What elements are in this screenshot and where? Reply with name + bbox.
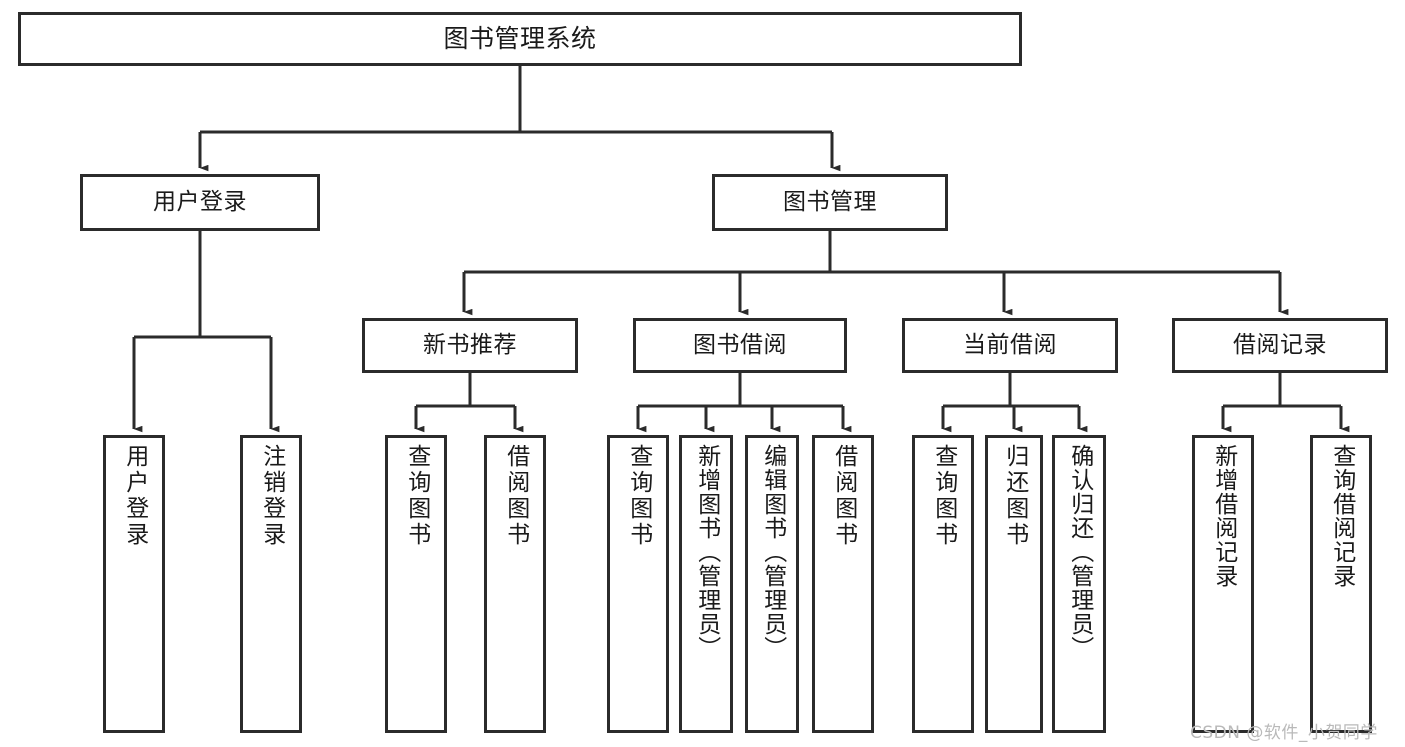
node-leaf-query-book-recommend-label: 查询图书 xyxy=(403,444,430,548)
node-new-book-recommend-label: 新书推荐 xyxy=(423,331,517,358)
node-leaf-borrow-book[interactable]: 借阅图书 xyxy=(812,435,874,733)
node-current-borrow-label: 当前借阅 xyxy=(963,331,1057,358)
node-leaf-logout-label: 注销登录 xyxy=(258,444,285,548)
csdn-watermark: CSDN @软件_小贺同学 xyxy=(1190,723,1378,743)
node-leaf-confirm-return-label: 确认归还（管理员） xyxy=(1066,444,1093,660)
node-new-book-recommend[interactable]: 新书推荐 xyxy=(362,318,578,373)
node-leaf-borrow-book-recommend-label: 借阅图书 xyxy=(502,444,529,548)
node-leaf-query-book-borrow-label: 查询图书 xyxy=(625,444,652,548)
node-borrow-record[interactable]: 借阅记录 xyxy=(1172,318,1388,373)
node-book-borrow[interactable]: 图书借阅 xyxy=(633,318,847,373)
node-leaf-edit-book-label: 编辑图书（管理员） xyxy=(759,444,786,660)
node-leaf-user-login-label: 用户登录 xyxy=(121,444,148,548)
node-user-login[interactable]: 用户登录 xyxy=(80,174,320,231)
node-root-label: 图书管理系统 xyxy=(443,24,597,54)
node-leaf-add-borrow-record-label: 新增借阅记录 xyxy=(1210,444,1237,588)
node-leaf-add-book-label: 新增图书（管理员） xyxy=(693,444,720,660)
node-leaf-query-book-current-label: 查询图书 xyxy=(930,444,957,548)
node-leaf-confirm-return[interactable]: 确认归还（管理员） xyxy=(1052,435,1106,733)
node-leaf-logout[interactable]: 注销登录 xyxy=(240,435,302,733)
node-leaf-query-borrow-record-label: 查询借阅记录 xyxy=(1328,444,1355,588)
node-leaf-query-book-current[interactable]: 查询图书 xyxy=(912,435,974,733)
node-current-borrow[interactable]: 当前借阅 xyxy=(902,318,1118,373)
node-leaf-query-borrow-record[interactable]: 查询借阅记录 xyxy=(1310,435,1372,733)
node-leaf-borrow-book-label: 借阅图书 xyxy=(830,444,857,548)
node-leaf-return-book[interactable]: 归还图书 xyxy=(985,435,1043,733)
node-book-manage-label: 图书管理 xyxy=(783,188,877,215)
node-leaf-query-book-borrow[interactable]: 查询图书 xyxy=(607,435,669,733)
node-book-manage[interactable]: 图书管理 xyxy=(712,174,948,231)
node-leaf-user-login[interactable]: 用户登录 xyxy=(103,435,165,733)
node-borrow-record-label: 借阅记录 xyxy=(1233,331,1327,358)
node-root[interactable]: 图书管理系统 xyxy=(18,12,1022,66)
node-leaf-edit-book[interactable]: 编辑图书（管理员） xyxy=(745,435,799,733)
node-leaf-return-book-label: 归还图书 xyxy=(1001,444,1028,548)
node-leaf-add-borrow-record[interactable]: 新增借阅记录 xyxy=(1192,435,1254,733)
node-leaf-add-book[interactable]: 新增图书（管理员） xyxy=(679,435,733,733)
node-user-login-label: 用户登录 xyxy=(153,188,247,215)
node-book-borrow-label: 图书借阅 xyxy=(693,331,787,358)
node-leaf-query-book-recommend[interactable]: 查询图书 xyxy=(385,435,447,733)
node-leaf-borrow-book-recommend[interactable]: 借阅图书 xyxy=(484,435,546,733)
